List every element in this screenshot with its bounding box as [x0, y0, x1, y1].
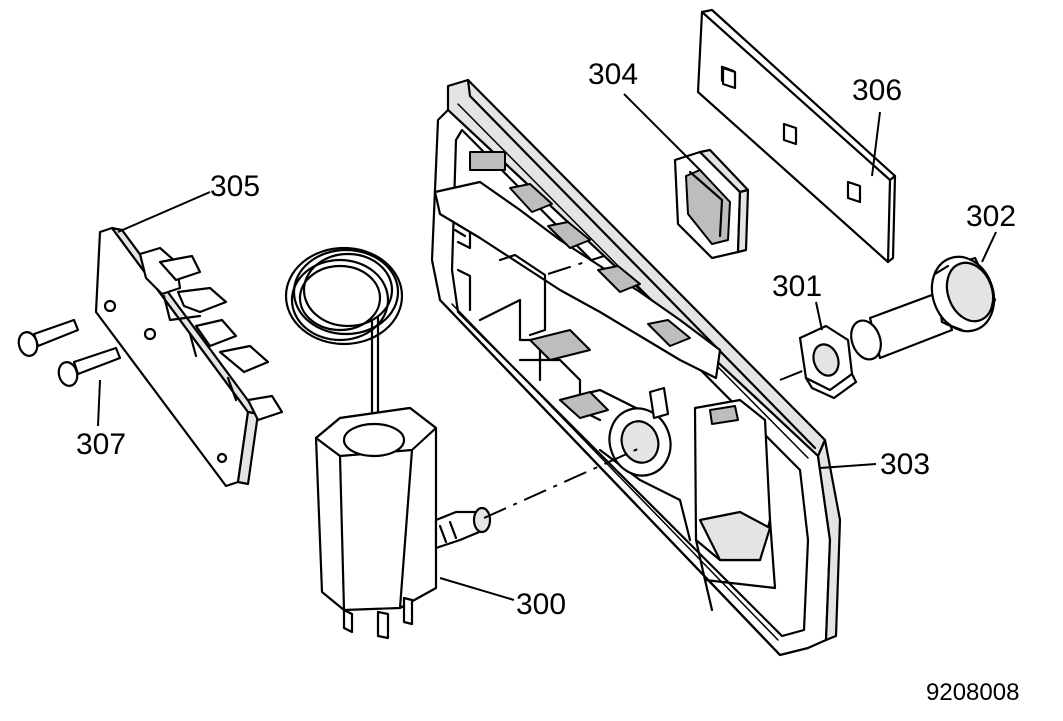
callout-300: 300	[516, 588, 566, 621]
part-307-screws	[17, 318, 122, 387]
part-304-lamp-lens	[673, 148, 750, 260]
callout-303: 303	[880, 448, 930, 481]
callout-307: 307	[76, 428, 126, 461]
center-lines	[483, 255, 806, 519]
callout-labels: 305 307 304 306 302 301 303 300 9208008	[76, 58, 1019, 706]
part-306-label-strip	[696, 8, 897, 264]
callout-304: 304	[588, 58, 638, 91]
callout-306: 306	[852, 74, 902, 107]
leader-lines	[97, 93, 997, 601]
part-305-switch-plate	[94, 226, 284, 488]
part-302-knob-shaft	[850, 255, 997, 361]
part-301-hex-nut	[798, 324, 858, 400]
part-303-housing	[430, 78, 842, 657]
callout-302: 302	[966, 200, 1016, 233]
document-id: 9208008	[926, 679, 1019, 706]
callout-301: 301	[772, 270, 822, 303]
part-300-thermostat	[284, 246, 492, 640]
callout-305: 305	[210, 170, 260, 203]
